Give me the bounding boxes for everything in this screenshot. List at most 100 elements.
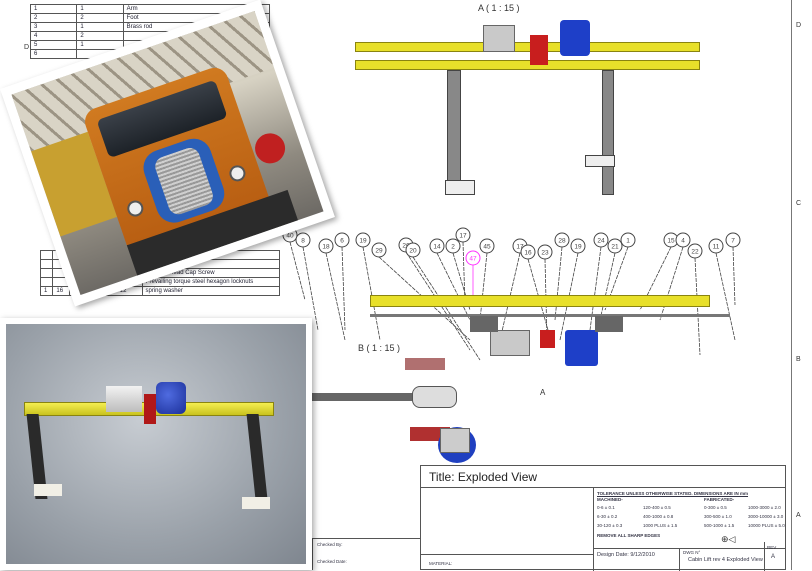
gray-housing [483, 25, 515, 52]
balloon [371, 242, 387, 258]
balloon-number: 18 [322, 244, 330, 251]
balloon-number: 21 [611, 244, 619, 251]
balloon [465, 250, 481, 266]
tolerance-value: 400-1000 ± 0.8 [643, 514, 674, 519]
render-motor [156, 382, 186, 414]
balloon [708, 238, 724, 254]
balloon-number: 26 [402, 243, 410, 250]
bracket [405, 358, 445, 370]
zone-letter: C [796, 200, 802, 207]
leader-line [589, 246, 602, 331]
leader-line [325, 252, 346, 341]
balloon-number: 17 [459, 233, 467, 240]
balloon [479, 238, 495, 254]
tolerance-value: 300-500 ± 1.0 [704, 514, 732, 519]
leader-line [732, 246, 736, 306]
balloon [429, 238, 445, 254]
balloon [405, 242, 421, 258]
sheet-border [20, 0, 792, 570]
title-block: Title: Exploded View TOLERANCE UNLESS OT… [420, 465, 786, 571]
tolerance-value: 120-400 ± 0.5 [643, 505, 671, 510]
balloon [455, 227, 471, 243]
projection-symbol-icon: ⊕◁ [721, 534, 736, 544]
balloon-number: 4 [681, 238, 685, 245]
balloon-number: 7 [731, 238, 735, 245]
rev: A [771, 554, 776, 560]
balloon [445, 238, 461, 254]
gantry-3d-render [0, 318, 312, 570]
balloon-number: 28 [558, 238, 566, 245]
exploded-rail [370, 314, 730, 317]
tolerance-value: 500-1000 ± 1.5 [704, 523, 735, 528]
tolerance-value: 0-6 ± 0.1 [597, 505, 615, 510]
beam [355, 42, 700, 52]
shaft [312, 393, 422, 401]
balloon [725, 232, 741, 248]
tolerance-value: 3000-10000 ± 3.0 [748, 514, 784, 519]
balloon-number: 2 [451, 244, 455, 251]
balloon-number: 20 [409, 248, 417, 255]
balloon [295, 232, 311, 248]
balloon-number: 6 [340, 238, 344, 245]
remove-edges-note: REMOVE ALL SHARP EDGES [597, 533, 661, 538]
render-gearbox [144, 394, 156, 424]
render-housing [106, 386, 142, 412]
foot [445, 180, 475, 195]
zone-letter: D [796, 22, 802, 29]
material-label: MATERIAL: [429, 561, 453, 566]
balloon-number: 24 [597, 238, 605, 245]
leader-line [362, 246, 381, 341]
dwg-no-label: DWG N° [683, 550, 701, 555]
render-foot [34, 484, 62, 496]
balloon-number: 23 [541, 250, 549, 257]
housing-end [440, 428, 470, 453]
dwg-no: Cabin Lift rev 4 Exploded View [688, 557, 763, 563]
balloon-number: 8 [301, 238, 305, 245]
trolley-plate [470, 316, 498, 332]
leader-line [554, 246, 563, 321]
leader-line [599, 252, 616, 321]
leader-line [659, 246, 684, 321]
balloon [570, 238, 586, 254]
balloon [593, 232, 609, 248]
leader-line [527, 258, 549, 331]
exploded-motor [565, 330, 598, 366]
exploded-gearbox [540, 330, 555, 348]
balloon [620, 232, 636, 248]
gearbox [530, 35, 548, 65]
balloon-number: 16 [524, 250, 532, 257]
balloon-number: 45 [483, 244, 491, 251]
drawing-title: Title: Exploded View [429, 470, 538, 484]
balloon-number: 11 [713, 244, 720, 251]
leader-line [436, 252, 471, 321]
balloon-number: 19 [574, 244, 582, 251]
leader-line [715, 252, 736, 341]
tolerance-value: 0-300 ± 0.5 [704, 505, 727, 510]
balloon [687, 243, 703, 259]
balloon [554, 232, 570, 248]
rev-label: REV [767, 545, 777, 550]
leader-line [462, 241, 466, 306]
leader-line [289, 241, 306, 301]
balloon-number: 1 [626, 238, 630, 245]
balloon [675, 232, 691, 248]
balloon-number: 19 [359, 238, 367, 245]
view-b-label: B ( 1 : 15 ) [358, 343, 401, 353]
exploded-beam [370, 295, 710, 307]
zone-letter: D [24, 44, 30, 51]
tolerance-value: 1000-3000 ± 2.0 [748, 505, 781, 510]
balloon [334, 232, 350, 248]
balloon [607, 238, 623, 254]
fabricated-label: FABRICATED- [704, 497, 735, 502]
table-cell: spring washer [141, 286, 281, 296]
leader-line [341, 246, 346, 331]
foot [585, 155, 615, 167]
beam [355, 60, 700, 70]
section-marker: A [540, 388, 546, 397]
tolerance-value: 1000 PLUS ± 1.5 [643, 523, 678, 528]
view-a-label: A ( 1 : 15 ) [478, 3, 520, 13]
tolerance-value: 10000 PLUS ± 5.0 [748, 523, 785, 528]
motor [560, 20, 590, 56]
balloon [318, 238, 334, 254]
